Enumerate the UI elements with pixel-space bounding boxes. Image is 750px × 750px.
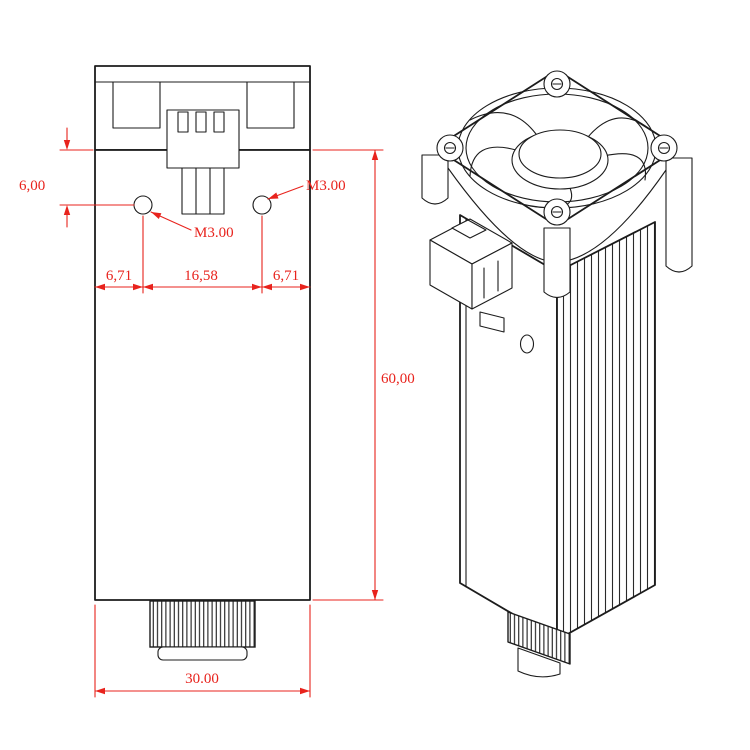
fan-screws [436, 70, 678, 226]
dim-arrow [300, 283, 310, 291]
mounting-hole-left [133, 195, 153, 215]
fan-blade [603, 153, 647, 181]
thread-label-left: M3.00 [194, 225, 234, 241]
dim-arrow [143, 283, 153, 291]
connector-housing [166, 109, 240, 169]
front-cap-left-post [112, 81, 161, 129]
iso-connector-tab [479, 311, 505, 333]
screw-head [550, 205, 564, 219]
dim-60mm: 60,00 [312, 149, 415, 601]
mounting-hole-right [252, 195, 272, 215]
screw-head [550, 77, 564, 91]
dim-arrow [95, 687, 105, 695]
front-view [94, 65, 311, 661]
screw-head [443, 141, 457, 155]
callout-m3-left: M3.00 [150, 211, 234, 241]
iso-connector-front [471, 242, 513, 310]
dim-label-right-671: 6,71 [273, 268, 299, 284]
callout-m3-right: M3.00 [267, 178, 346, 200]
dim-arrow [262, 283, 272, 291]
dim-label-60mm: 60,00 [381, 371, 415, 387]
fan-housing-rim-right [569, 169, 667, 261]
connector-pin [177, 111, 189, 133]
dim-arrow [63, 205, 71, 215]
dim-arrow [371, 150, 379, 160]
front-view-dimensions: 6,00 M3.00 M3.00 6,71 16,58 6,7 [19, 127, 415, 698]
lens-tip [157, 646, 248, 661]
dim-label-left-671: 6,71 [106, 268, 132, 284]
dim-arrow [252, 283, 262, 291]
isometric-view [421, 70, 693, 678]
connector-pin [195, 111, 207, 133]
fan-post-left [421, 154, 449, 205]
fan-post-front [543, 227, 571, 299]
connector-plug-body [181, 167, 225, 215]
iso-connector-latch [451, 219, 487, 239]
fan-blades [469, 112, 649, 209]
dim-arrow [300, 687, 310, 695]
front-body-outline [94, 149, 311, 601]
fan-post-right [665, 157, 693, 273]
fan-housing-rim-left [447, 167, 545, 261]
iso-lens-barrel [507, 611, 571, 678]
dim-6mm: 6,00 [19, 127, 135, 228]
dim-label-30mm: 30.00 [185, 671, 219, 687]
fan-blade [469, 146, 517, 177]
fan-blade [469, 112, 537, 135]
screw-head [657, 141, 671, 155]
iso-connector [429, 218, 513, 333]
iso-side-hole [519, 334, 535, 354]
dim-label-1658: 16,58 [184, 268, 218, 284]
lens-knurled-ring [149, 600, 256, 648]
thread-label-right: M3.00 [306, 178, 346, 194]
fan-hub-top [518, 129, 602, 179]
dim-arrow [133, 283, 143, 291]
iso-lens-knurl [507, 611, 571, 665]
connector-pin [213, 111, 225, 133]
dim-hole-chain: 6,71 16,58 6,71 [94, 215, 311, 294]
iso-lens-tip [517, 647, 561, 678]
front-cap-right-post [246, 81, 295, 129]
dim-arrow [151, 212, 162, 219]
dim-arrow [95, 283, 105, 291]
front-lens-barrel [149, 600, 256, 661]
dim-label-6mm: 6,00 [19, 178, 45, 194]
dim-arrow [371, 590, 379, 600]
dim-arrow [63, 140, 71, 150]
fan-blade [587, 117, 649, 138]
dim-30mm: 30.00 [94, 604, 311, 698]
front-connector [166, 109, 240, 215]
dim-arrow [268, 192, 279, 199]
iso-heatsink-face [556, 221, 656, 641]
